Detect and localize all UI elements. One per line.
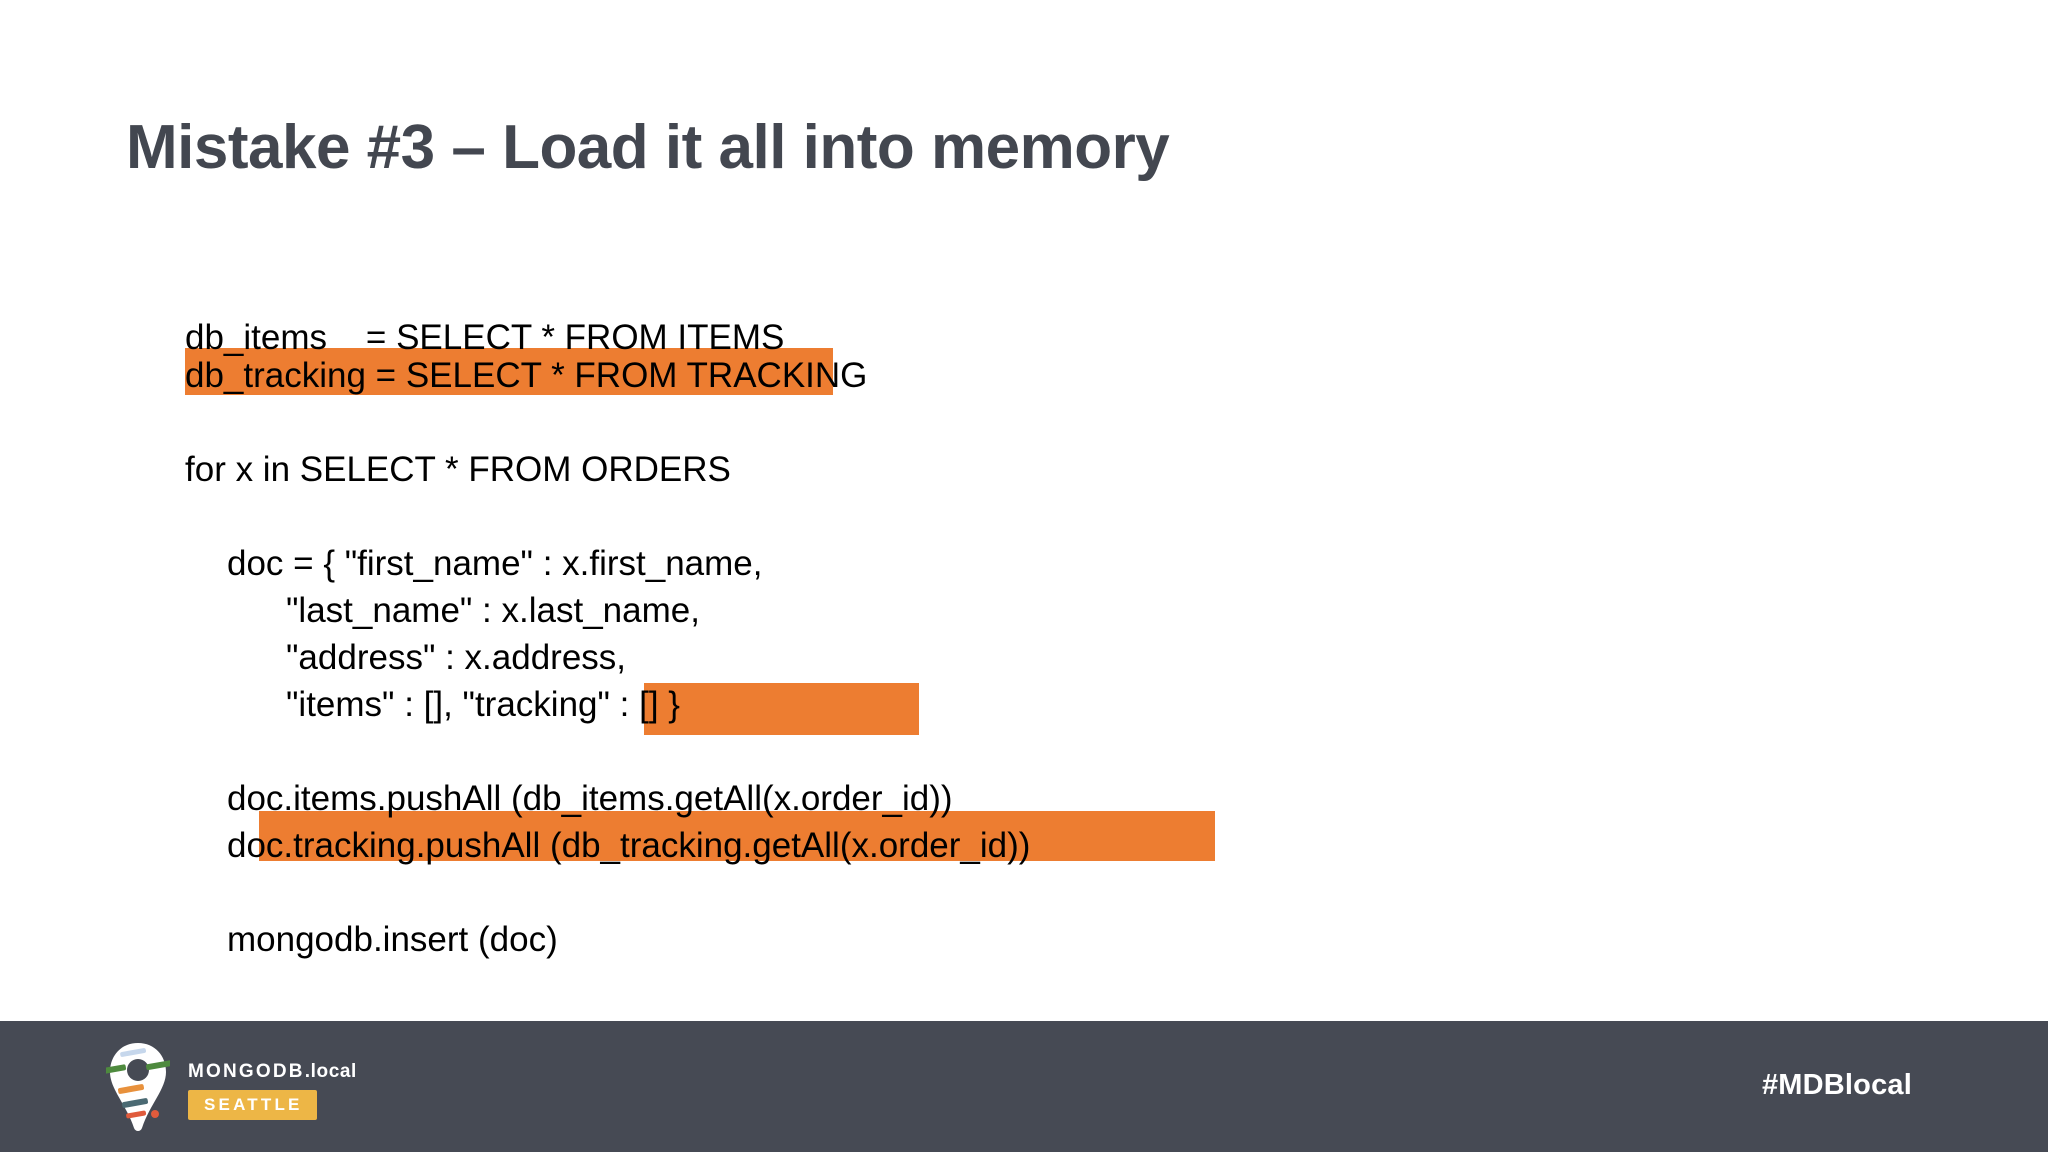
page-title: Mistake #3 – Load it all into memory: [126, 113, 1170, 182]
code-line-4: doc = { "first_name" : x.first_name,: [227, 544, 763, 583]
logo-wordmark-upper: MONGODB: [188, 1060, 305, 1082]
code-line-3: for x in SELECT * FROM ORDERS: [185, 450, 731, 489]
map-pin-logo-icon: [103, 1042, 174, 1134]
code-line-9: doc.tracking.pushAll (db_tracking.getAll…: [227, 826, 1031, 865]
event-hashtag: #MDBlocal: [1761, 1069, 1912, 1101]
highlight-db-tracking: [185, 348, 833, 395]
logo-text-group: MONGODB.local SEATTLE: [188, 1057, 357, 1120]
logo-wordmark-lower: .local: [304, 1060, 357, 1082]
code-line-8: doc.items.pushAll (db_items.getAll(x.ord…: [227, 779, 953, 818]
code-line-5: "last_name" : x.last_name,: [286, 591, 700, 630]
code-block: db_items = SELECT * FROM ITEMS db_tracki…: [185, 318, 1743, 978]
highlight-doc-tracking: [259, 811, 1215, 861]
logo-wordmark: MONGODB.local: [188, 1061, 357, 1083]
code-line-10: mongodb.insert (doc): [227, 920, 558, 959]
code-line-1: db_items = SELECT * FROM ITEMS: [185, 318, 785, 357]
highlight-empty-annotation: [644, 683, 919, 735]
logo-city-badge: SEATTLE: [188, 1089, 317, 1120]
code-line-6: "address" : x.address,: [286, 638, 627, 677]
code-line-2: db_tracking = SELECT * FROM TRACKING: [185, 356, 868, 395]
code-line-7: "items" : [], "tracking" : [] }: [286, 685, 680, 724]
mongodb-local-logo: MONGODB.local SEATTLE: [103, 1040, 426, 1136]
footer-bar: [0, 1021, 2048, 1152]
